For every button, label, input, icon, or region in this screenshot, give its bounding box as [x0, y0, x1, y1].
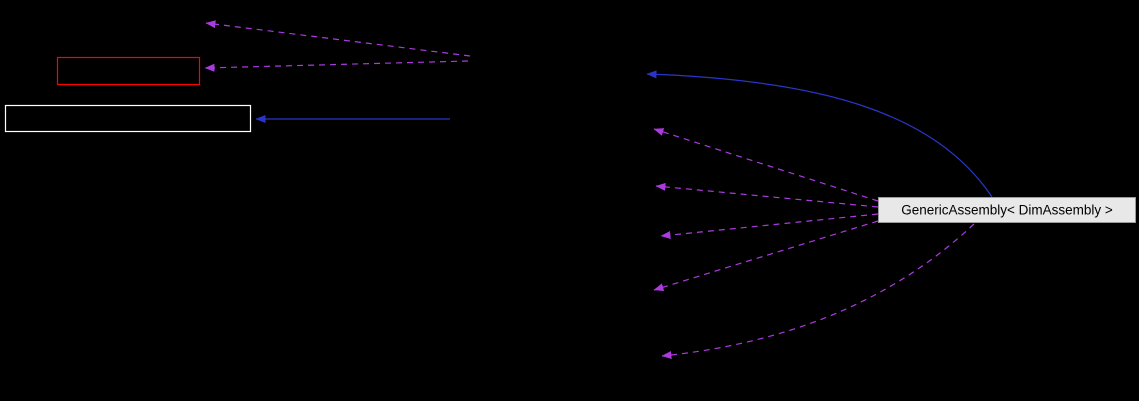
usage-edge-fan-4: [653, 220, 879, 292]
usage-edge-to-red-node: [204, 60, 469, 72]
node-generic-assembly-label: GenericAssembly< DimAssembly >: [901, 203, 1113, 218]
inheritance-edge-curve: [646, 70, 993, 198]
node-plain-white[interactable]: [4, 104, 252, 133]
usage-edges: [204, 20, 975, 360]
usage-edge-fan-5: [661, 223, 975, 360]
usage-edge-top-left: [205, 20, 471, 57]
usage-edge-fan-1: [653, 128, 879, 202]
usage-edge-fan-3: [660, 213, 879, 240]
node-generic-assembly-box[interactable]: [878, 197, 1136, 223]
usage-edge-fan-2: [655, 182, 879, 208]
node-truncated-red[interactable]: [56, 56, 201, 86]
inheritance-edges: [255, 70, 993, 198]
node-generic-assembly[interactable]: GenericAssembly< DimAssembly >: [878, 197, 1136, 223]
